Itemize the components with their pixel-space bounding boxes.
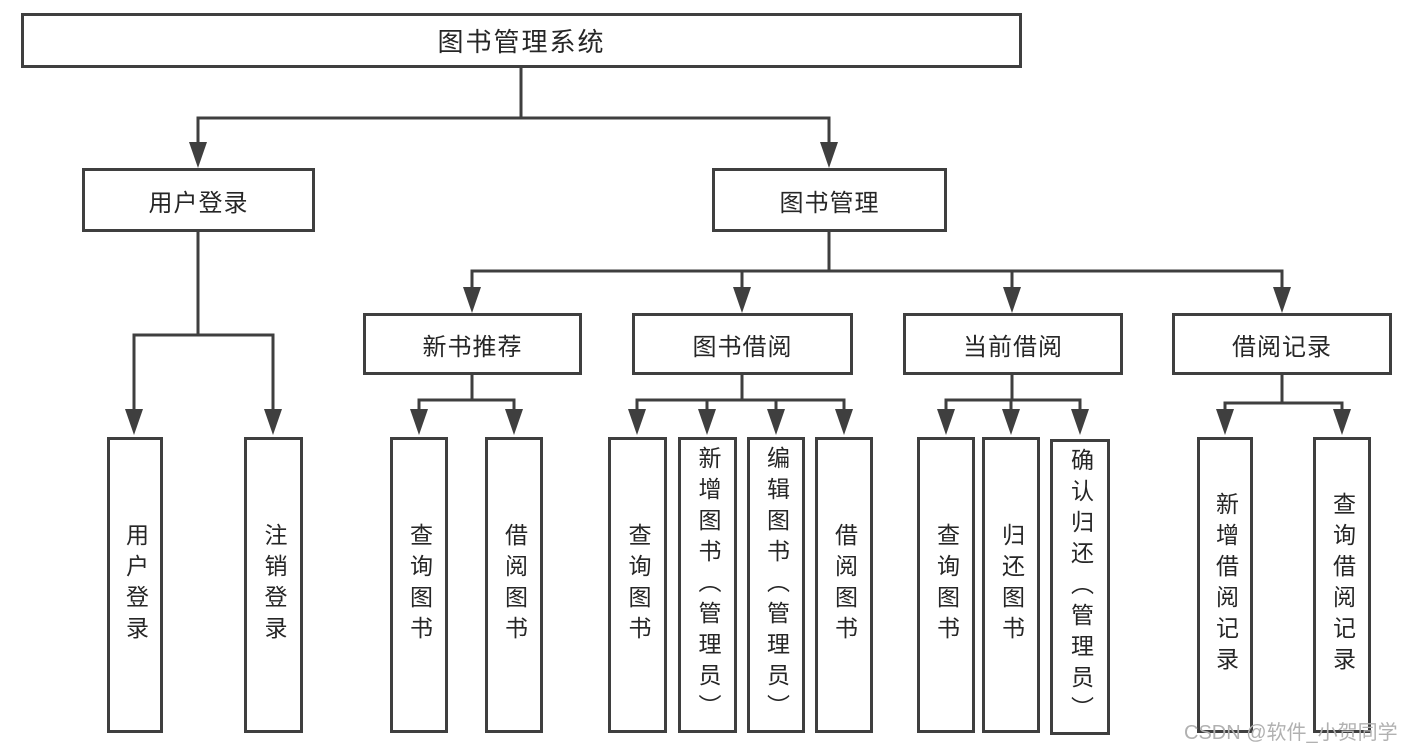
leaf-newbooks-borrow: 借阅图书	[485, 437, 543, 733]
connector-root-to-level2	[196, 66, 831, 148]
arrow-icon	[1003, 287, 1021, 313]
arrow-icon	[505, 409, 523, 435]
watermark: CSDN @软件_小贺同学	[1184, 722, 1398, 744]
node-new-books: 新书推荐	[363, 313, 582, 375]
node-new-books-label: 新书推荐	[422, 333, 523, 361]
leaf-records-query-label: 查询借阅记录	[1329, 492, 1356, 678]
connector-user-login-children	[132, 230, 275, 417]
leaf-current-query: 查询图书	[917, 437, 975, 733]
connector-borrowing-children	[635, 373, 846, 417]
arrow-icon	[1273, 287, 1291, 313]
node-borrow-records: 借阅记录	[1172, 313, 1392, 375]
node-borrow-records-label: 借阅记录	[1232, 333, 1332, 361]
arrow-icon	[189, 142, 207, 168]
leaf-logout-label: 注销登录	[261, 523, 287, 647]
leaf-borrowing-add: 新增图书（管理员）	[678, 437, 737, 733]
leaf-current-return: 归还图书	[982, 437, 1040, 733]
leaf-borrowing-query-label: 查询图书	[625, 523, 651, 647]
leaf-borrowing-borrow-label: 借阅图书	[831, 523, 858, 647]
leaf-current-return-label: 归还图书	[998, 523, 1025, 647]
leaf-records-query: 查询借阅记录	[1313, 437, 1371, 733]
leaf-logout: 注销登录	[244, 437, 303, 733]
leaf-borrowing-borrow: 借阅图书	[815, 437, 873, 733]
leaf-records-add: 新增借阅记录	[1197, 437, 1253, 733]
arrow-icon	[264, 409, 282, 435]
arrowheads	[125, 142, 1351, 435]
leaf-current-confirm-label: 确认归还（管理员）	[1067, 447, 1094, 727]
connector-current-children	[944, 373, 1082, 417]
connector-records-children	[1223, 373, 1344, 417]
leaf-borrowing-edit: 编辑图书（管理员）	[747, 437, 805, 733]
arrow-icon	[835, 409, 853, 435]
leaf-newbooks-borrow-label: 借阅图书	[501, 523, 528, 647]
node-book-mgmt-label: 图书管理	[779, 189, 880, 217]
connector-book-mgmt-children	[470, 230, 1284, 294]
arrow-icon	[1216, 409, 1234, 435]
arrow-icon	[820, 142, 838, 168]
leaf-user-login: 用户登录	[107, 437, 163, 733]
node-borrowing: 图书借阅	[632, 313, 853, 375]
arrow-icon	[628, 409, 646, 435]
arrow-icon	[1333, 409, 1351, 435]
arrow-icon	[125, 409, 143, 435]
arrow-icon	[937, 409, 955, 435]
leaf-borrowing-query: 查询图书	[608, 437, 667, 733]
node-user-login-label: 用户登录	[148, 189, 249, 217]
leaf-records-add-label: 新增借阅记录	[1212, 492, 1239, 678]
leaf-user-login-label: 用户登录	[122, 523, 149, 647]
node-current-borrow-label: 当前借阅	[963, 333, 1063, 361]
arrow-icon	[1071, 409, 1089, 435]
leaf-newbooks-query-label: 查询图书	[406, 523, 433, 647]
node-user-login: 用户登录	[82, 168, 315, 232]
arrow-icon	[1002, 409, 1020, 435]
arrow-icon	[410, 409, 428, 435]
connector-new-books-children	[417, 373, 516, 417]
leaf-borrowing-add-label: 新增图书（管理员）	[695, 445, 721, 725]
node-root-label: 图书管理系统	[437, 27, 606, 57]
node-root: 图书管理系统	[21, 13, 1022, 68]
arrow-icon	[767, 409, 785, 435]
node-borrowing-label: 图书借阅	[692, 333, 793, 361]
arrow-icon	[698, 409, 716, 435]
node-current-borrow: 当前借阅	[903, 313, 1123, 375]
leaf-current-confirm: 确认归还（管理员）	[1050, 439, 1110, 735]
leaf-newbooks-query: 查询图书	[390, 437, 448, 733]
arrow-icon	[463, 287, 481, 313]
leaf-current-query-label: 查询图书	[933, 523, 960, 647]
leaf-borrowing-edit-label: 编辑图书（管理员）	[763, 445, 790, 725]
arrow-icon	[733, 287, 751, 313]
node-book-mgmt: 图书管理	[712, 168, 947, 232]
